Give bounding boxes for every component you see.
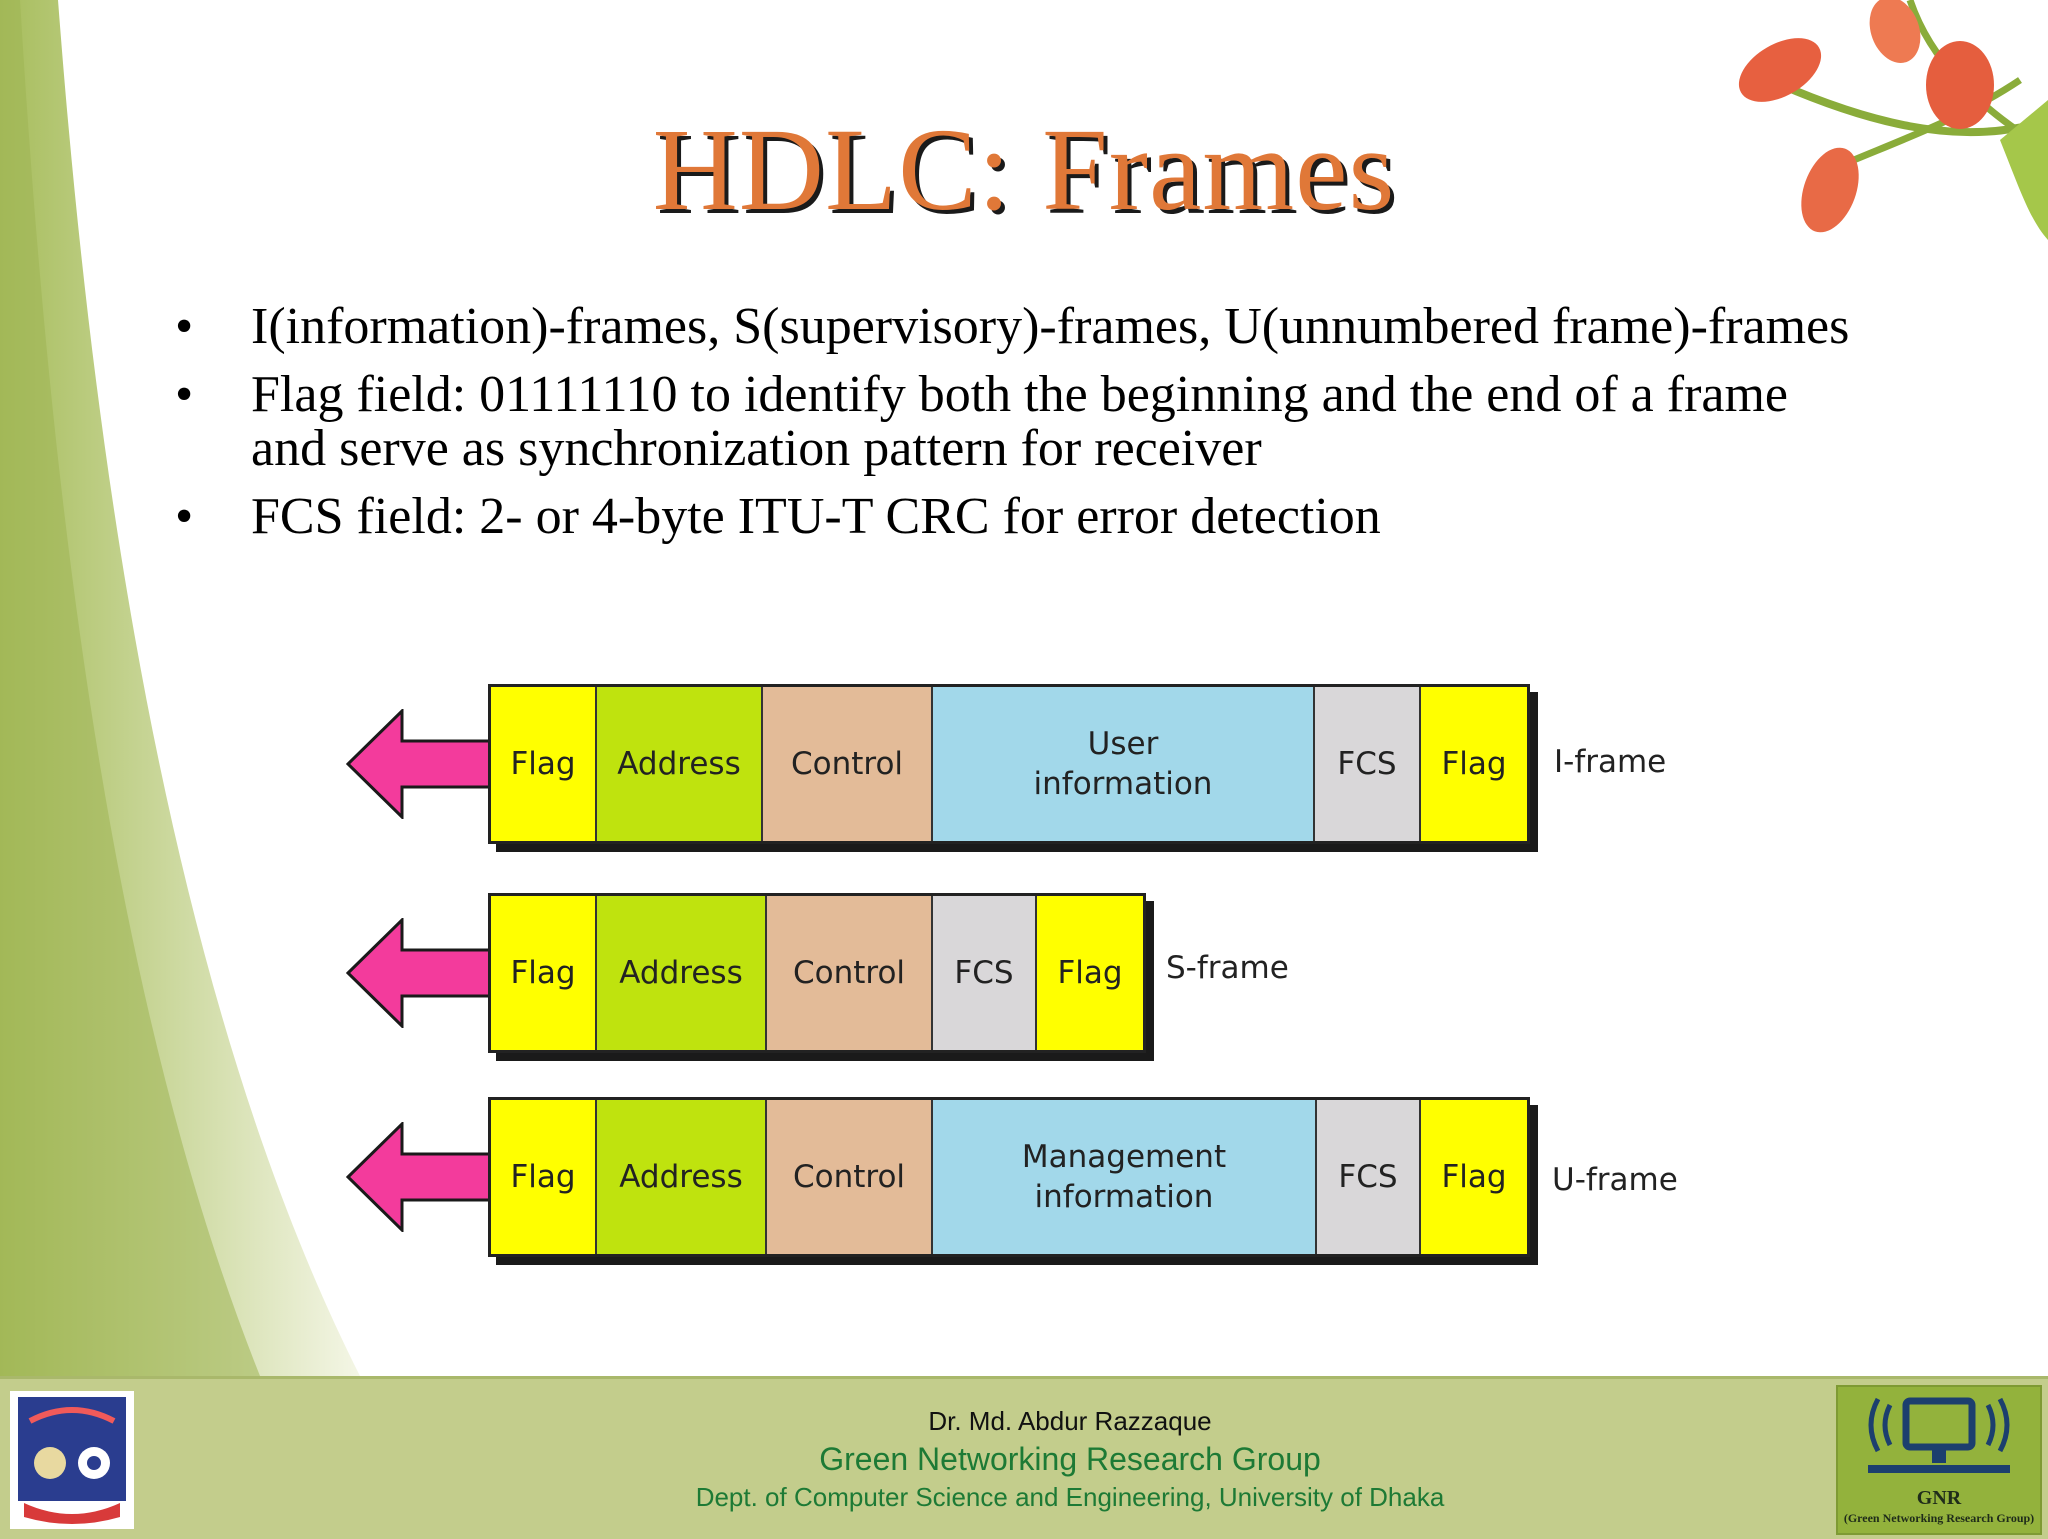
footer-group: Green Networking Research Group	[819, 1441, 1321, 1477]
field-info: User information	[933, 687, 1315, 841]
bullet-item: • Flag field: 01111110 to identify both t…	[175, 368, 1875, 476]
field-address: Address	[597, 896, 767, 1050]
field-fcs: FCS	[1317, 1100, 1421, 1254]
field-control: Control	[767, 1100, 933, 1254]
footer-author: Dr. Md. Abdur Razzaque	[928, 1406, 1212, 1436]
left-arrow-icon	[346, 918, 494, 1028]
field-flag: Flag	[491, 1100, 597, 1254]
field-fcs: FCS	[933, 896, 1037, 1050]
field-fcs: FCS	[1315, 687, 1421, 841]
bullet-list: • I(information)-frames, S(supervisory)-f…	[175, 300, 1875, 558]
slide-title: HDLC: Frames	[652, 104, 1396, 235]
bullet-item: • FCS field: 2- or 4-byte ITU-T CRC for e…	[175, 490, 1875, 544]
field-address: Address	[597, 1100, 767, 1254]
field-control: Control	[767, 896, 933, 1050]
gnr-logo-subtext: (Green Networking Research Group)	[1843, 1511, 2035, 1525]
frame-label: I-frame	[1554, 744, 1667, 780]
gnr-logo: GNR (Green Networking Research Group)	[1836, 1385, 2042, 1535]
field-address: Address	[597, 687, 763, 841]
left-arrow-icon	[346, 709, 494, 819]
footer-bar: Dr. Md. Abdur Razzaque Green Networking …	[0, 1376, 2048, 1539]
bullet-text: I(information)-frames, S(supervisory)-fr…	[251, 298, 1850, 355]
gnr-logo-text: GNR	[1916, 1487, 1962, 1509]
bullet-dot: •	[175, 488, 194, 545]
network-monitor-icon	[1868, 1397, 2010, 1473]
university-crest-icon	[10, 1391, 134, 1529]
field-flag: Flag	[1421, 1100, 1527, 1254]
left-arrow-icon	[346, 1122, 494, 1232]
bullet-item: • I(information)-frames, S(supervisory)-f…	[175, 300, 1875, 354]
left-swoosh-light	[0, 0, 260, 1376]
footer-text: Dr. Md. Abdur Razzaque Green Networking …	[210, 1403, 1930, 1515]
field-flag: Flag	[491, 687, 597, 841]
bullet-text: Flag field: 01111110 to identify both th…	[251, 366, 1788, 477]
frame-label: U-frame	[1552, 1162, 1678, 1198]
field-flag: Flag	[491, 896, 597, 1050]
frame-label: S-frame	[1166, 950, 1289, 986]
bullet-text: FCS field: 2- or 4-byte ITU-T CRC for er…	[251, 488, 1381, 545]
tulip-decoration-icon	[1738, 0, 2048, 240]
footer-dept: Dept. of Computer Science and Engineerin…	[695, 1482, 1445, 1512]
field-info: Management information	[933, 1100, 1317, 1254]
field-flag: Flag	[1037, 896, 1143, 1050]
bullet-dot: •	[175, 366, 194, 423]
field-control: Control	[763, 687, 933, 841]
bullet-dot: •	[175, 298, 194, 355]
field-flag: Flag	[1421, 687, 1527, 841]
